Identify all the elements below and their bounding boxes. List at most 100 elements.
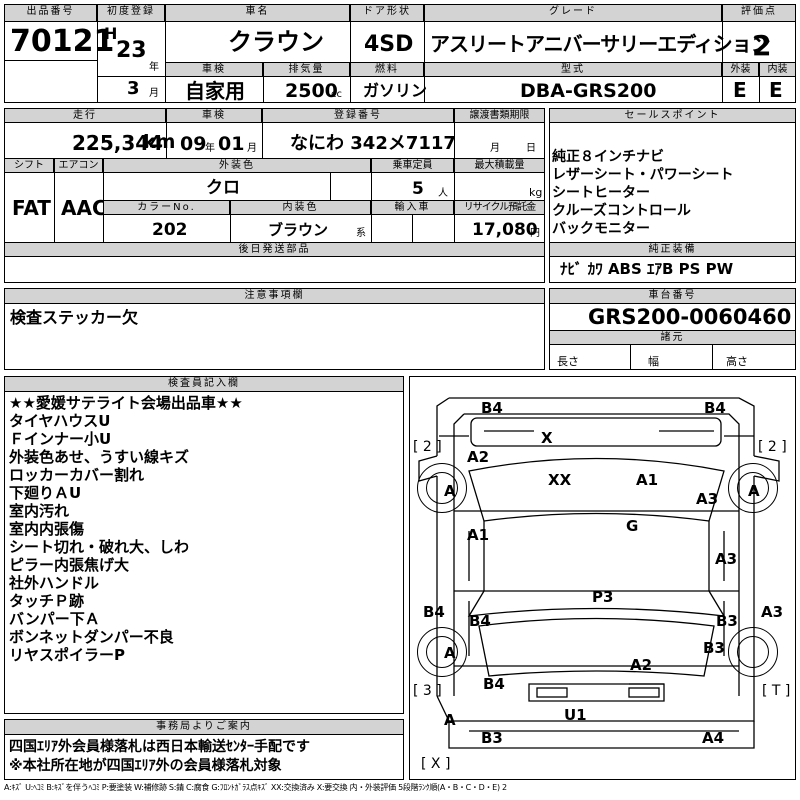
int-score: E	[769, 78, 783, 102]
damage-mark: A1	[636, 471, 659, 489]
int-color-label: 内装色	[230, 200, 371, 215]
fuel: ガソリン	[363, 81, 428, 100]
damage-mark: P3	[592, 588, 614, 606]
wheel-rear-right	[728, 627, 778, 677]
car-name-label: 車名	[165, 4, 350, 22]
year-unit: 年	[149, 62, 159, 73]
mileage-unit: km	[143, 131, 176, 153]
damage-mark: A3	[761, 603, 784, 621]
recycle-fee: 17,080	[472, 220, 538, 240]
sales-label: セールスポイント	[549, 108, 796, 123]
chassis-label: 車台番号	[549, 288, 796, 304]
tire-depth-fl: [ 2 ]	[413, 439, 442, 455]
recycle-unit: 円	[530, 228, 540, 239]
transfer-month-unit: 月	[490, 143, 500, 154]
width-label: 幅	[648, 355, 659, 368]
aircon: AAC	[61, 196, 107, 220]
damage-mark: A1	[467, 526, 490, 544]
sales-item: バックモニター	[552, 221, 650, 237]
recycle-label: リサイクル預託金	[454, 200, 545, 215]
color-no-label: カラーNo.	[103, 200, 230, 215]
displacement: 2500	[285, 80, 338, 102]
damage-mark: B3	[703, 639, 725, 657]
fuel-label: 燃料	[350, 62, 424, 77]
damage-mark: A	[748, 482, 760, 500]
wheel-rear-left	[417, 627, 467, 677]
import-label: 輸入車	[371, 200, 454, 215]
damage-mark: A4	[702, 729, 725, 747]
note-line: ロッカーカバー割れ	[9, 466, 145, 484]
damage-mark: B4	[481, 399, 503, 417]
score: 2	[752, 29, 772, 62]
later-parts-label: 後日発送部品	[4, 242, 545, 257]
insp-month: 01	[218, 133, 245, 155]
plate-number: なにわ 342メ7117	[290, 133, 456, 154]
caution-text: 検査ステッカー欠	[10, 308, 139, 327]
door-label: ドア形状	[350, 4, 424, 22]
tire-depth-fr: [ 2 ]	[758, 439, 787, 455]
equip-label: 純正装備	[549, 242, 796, 257]
damage-mark: XX	[548, 471, 572, 489]
lot-label: 出品番号	[4, 4, 97, 22]
capacity-label: 乗車定員	[371, 158, 454, 173]
damage-mark: B4	[469, 612, 491, 630]
capacity-unit: 人	[438, 188, 448, 199]
score-label: 評価点	[722, 4, 796, 22]
damage-mark: A2	[467, 448, 490, 466]
tire-spare: [ X ]	[421, 756, 451, 772]
grade: アスリートアニバーサリーエディション	[430, 32, 771, 56]
car-name: クラウン	[228, 28, 324, 56]
ext-label: 外装	[722, 62, 759, 77]
damage-mark: A	[444, 482, 456, 500]
condition-diagram	[409, 376, 796, 780]
sales-item: 純正８インチナビ	[552, 149, 664, 165]
model: DBA-GRS200	[520, 80, 657, 102]
ext-score: E	[733, 78, 747, 102]
int-color: ブラウン	[268, 221, 329, 239]
office-notes: 四国ｴﾘｱ外会員様落札は西日本輸送ｾﾝﾀｰ手配です ※本社所在地が四国ｴﾘｱ外の…	[9, 738, 310, 776]
color-label: 外装色	[103, 158, 371, 173]
tire-depth-rr: [ T ]	[762, 683, 791, 699]
wheel-front-right	[728, 463, 778, 513]
damage-mark: A2	[630, 656, 653, 674]
damage-mark: B4	[423, 603, 445, 621]
damage-mark: X	[541, 429, 553, 447]
note-line: 外装色あせ、うすい線キズ	[9, 448, 190, 466]
color: クロ	[206, 178, 240, 198]
int-label: 内装	[759, 62, 796, 77]
office-line: ※本社所在地が四国ｴﾘｱ外の会員様落札対象	[9, 758, 282, 774]
note-line: リヤスポイラーP	[9, 646, 125, 664]
model-label: 型式	[424, 62, 722, 77]
note-line: ピラー内張焦げ大	[9, 556, 130, 574]
insp-year: 09	[180, 133, 207, 155]
height-label: 高さ	[726, 355, 748, 368]
note-line: 室内内張傷	[9, 520, 85, 538]
note-line: Ｆインナー小U	[9, 430, 112, 448]
lot-number: 70121	[10, 24, 115, 59]
sales-item: シートヒーター	[552, 185, 650, 201]
cc-label: 排気量	[263, 62, 350, 77]
note-line: 下廻りＡU	[9, 484, 82, 502]
note-line: ★★愛媛サテライト会場出品車★★	[9, 394, 243, 412]
mileage-label: 走行	[4, 108, 166, 123]
shift-label: シフト	[4, 158, 54, 173]
sales-list: 純正８インチナビ レザーシート・パワーシート シートヒーター クルーズコントロー…	[552, 148, 733, 238]
color-no: 202	[152, 220, 188, 240]
month-unit: 月	[149, 88, 159, 99]
note-line: 社外ハンドル	[9, 574, 100, 592]
door-type: 4SD	[364, 32, 414, 57]
mileage: 225,344	[72, 131, 164, 155]
damage-mark: A3	[715, 550, 738, 568]
damage-mark: A3	[696, 490, 719, 508]
car-outline	[418, 397, 780, 749]
shaken-label: 車検	[165, 62, 263, 77]
damage-mark: B4	[704, 399, 726, 417]
load-unit: kg	[529, 186, 543, 199]
note-line: タッチＰ跡	[9, 592, 85, 610]
inspection-label: 車検	[166, 108, 262, 123]
legend: A:ｷｽﾞ U:ﾍｺﾐ B:ｷｽﾞを伴うﾍｺﾐ P:要塗装 W:補修跡 S:錆 …	[4, 783, 507, 792]
history: 自家用	[185, 79, 245, 103]
caution-label: 注意事項欄	[4, 288, 545, 304]
note-line: 室内汚れ	[9, 502, 70, 520]
office-line: 四国ｴﾘｱ外会員様落札は西日本輸送ｾﾝﾀｰ手配です	[9, 739, 310, 755]
